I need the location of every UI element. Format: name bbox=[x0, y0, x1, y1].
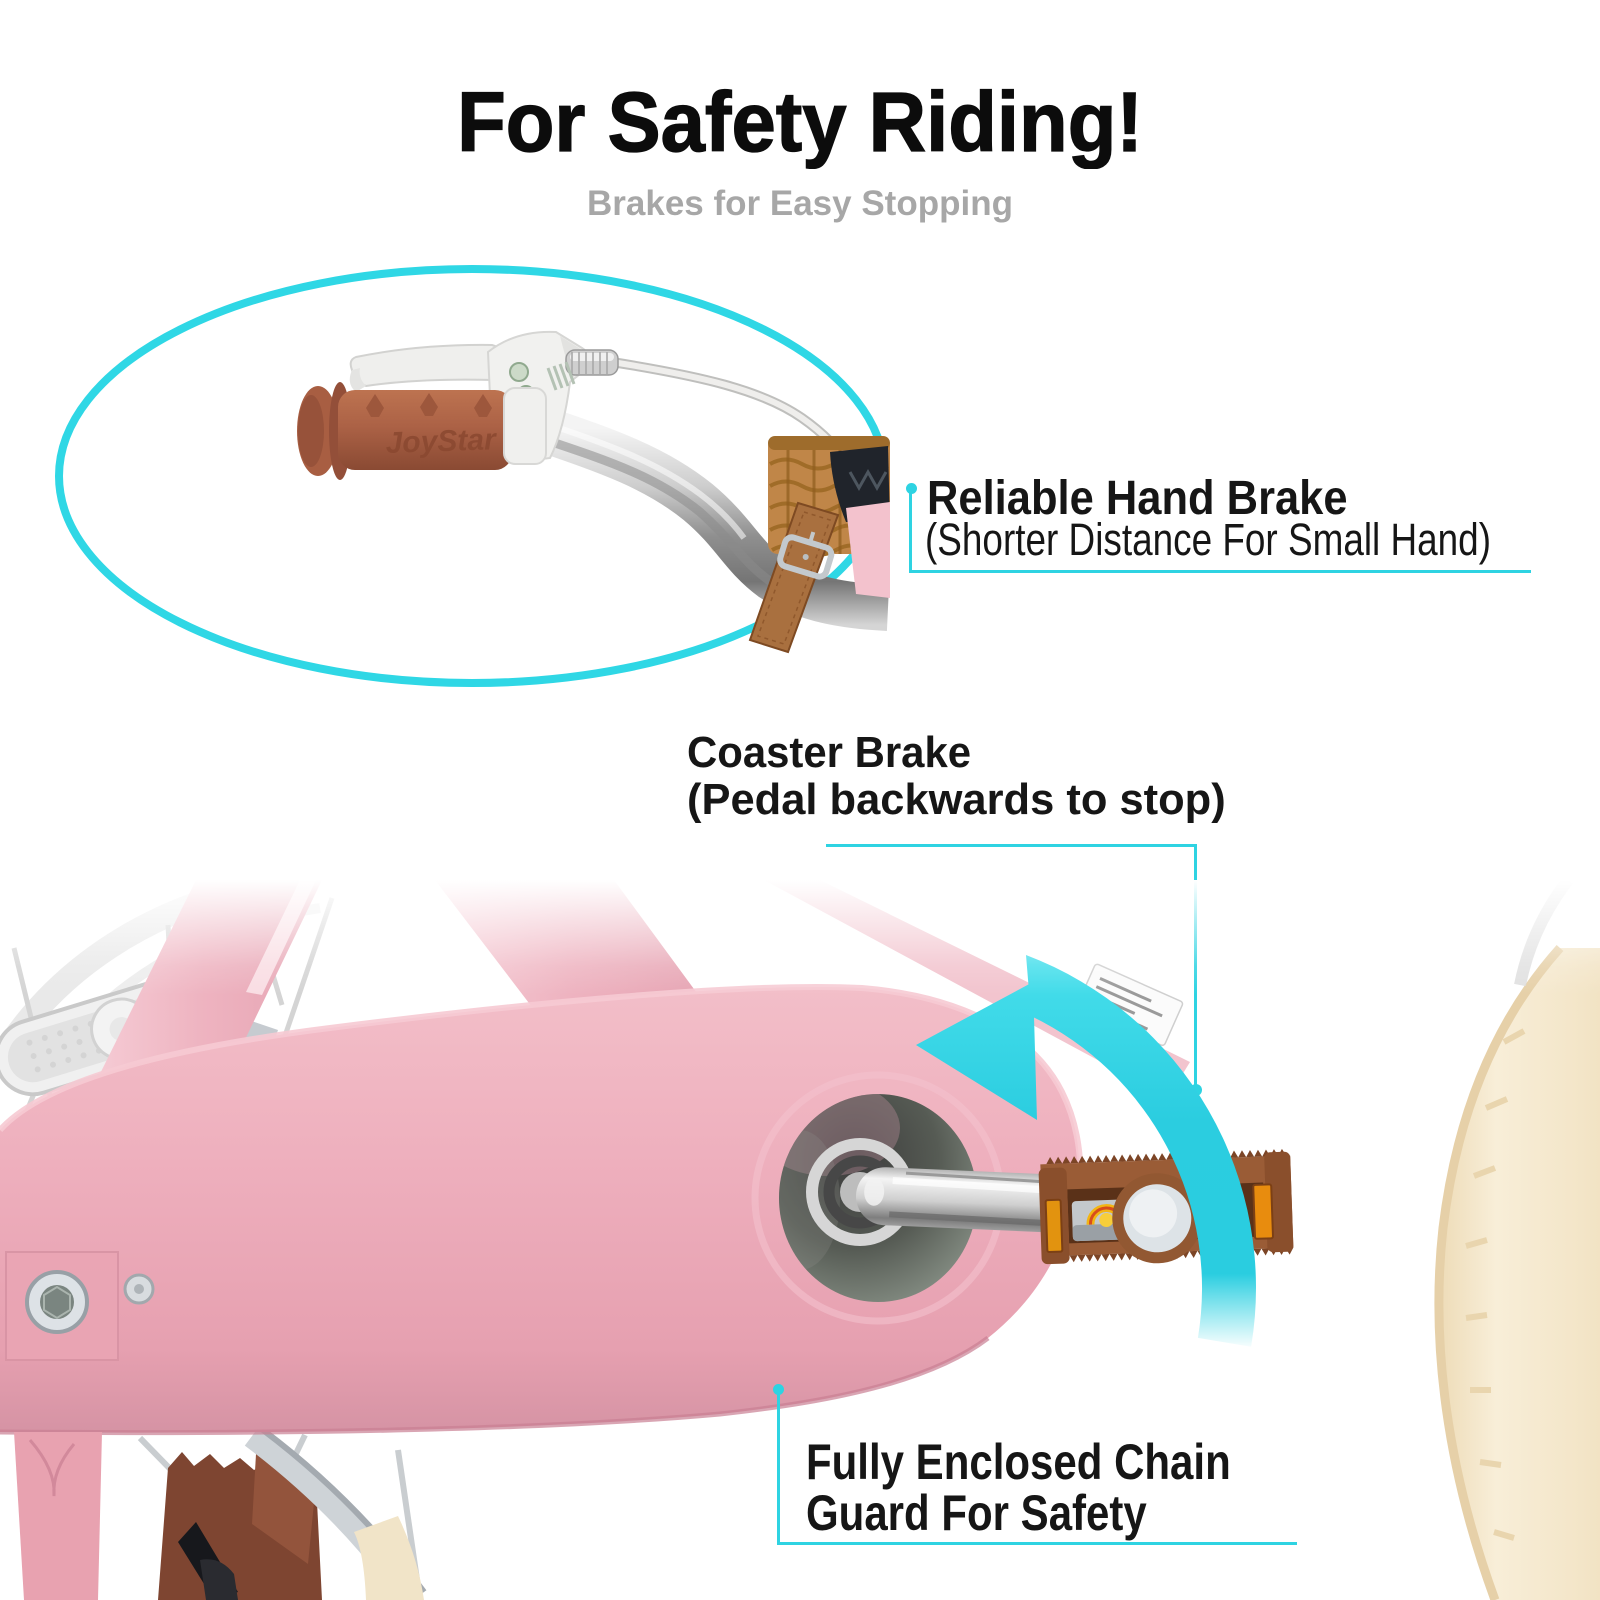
svg-text:JoyStar: JoyStar bbox=[385, 423, 498, 460]
